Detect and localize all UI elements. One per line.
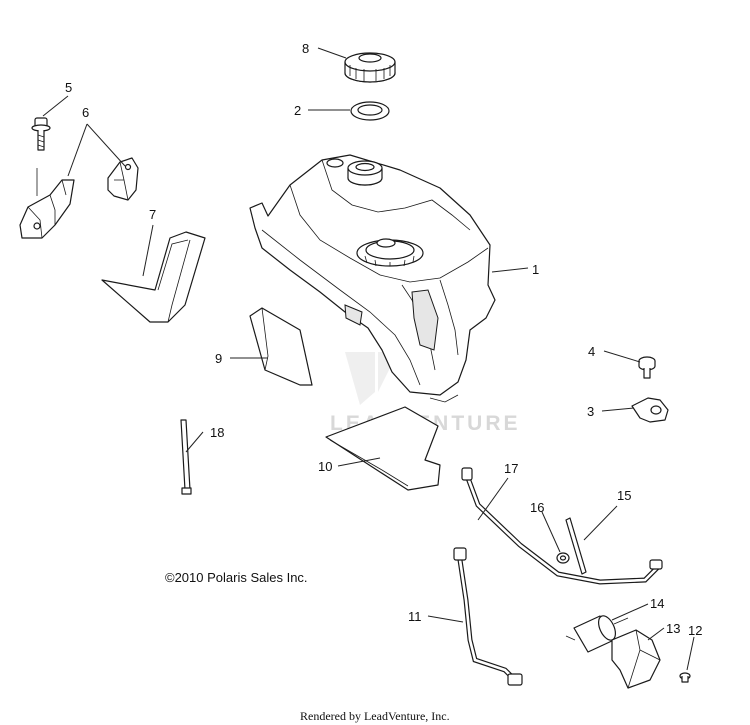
part-10-heat-shield[interactable] [325, 406, 441, 491]
copyright-text: ©2010 Polaris Sales Inc. [165, 570, 308, 585]
part-11-fuel-line[interactable] [453, 547, 523, 686]
part-8-fuel-cap[interactable] [344, 52, 396, 83]
footer-text: Rendered by LeadVenture, Inc. [300, 709, 450, 723]
callout-16: 16 [530, 500, 544, 515]
part-1-fuel-tank[interactable] [249, 154, 496, 403]
part-9-pad[interactable] [249, 307, 313, 386]
part-7-pad[interactable] [101, 231, 206, 323]
callout-15: 15 [617, 488, 631, 503]
callout-13: 13 [666, 621, 680, 636]
part-12-bolt[interactable] [679, 672, 691, 683]
callout-12: 12 [688, 623, 702, 638]
part-4-screw[interactable] [638, 356, 656, 379]
callout-1: 1 [532, 262, 539, 277]
callout-14: 14 [650, 596, 664, 611]
part-2-gasket[interactable] [350, 101, 390, 121]
callout-10: 10 [318, 459, 332, 474]
part-18-cable-tie[interactable] [180, 419, 192, 495]
callout-18: 18 [210, 425, 224, 440]
part-15-hose-stub[interactable] [565, 517, 587, 575]
callout-7: 7 [149, 207, 156, 222]
callout-6: 6 [82, 105, 89, 120]
part-16-clamp[interactable] [556, 552, 570, 564]
part-3-clip[interactable] [631, 397, 669, 423]
callout-5: 5 [65, 80, 72, 95]
callout-2: 2 [294, 103, 301, 118]
callouts: 8 2 1 4 3 5 6 7 9 10 18 17 16 15 11 14 1… [65, 41, 702, 638]
leader-lines [42, 47, 695, 671]
part-13-bracket[interactable] [611, 629, 661, 689]
callout-3: 3 [587, 404, 594, 419]
callout-8: 8 [302, 41, 309, 56]
callout-4: 4 [588, 344, 595, 359]
callout-11: 11 [408, 609, 422, 624]
part-6-bracket-left[interactable] [19, 179, 75, 239]
part-5-bolt[interactable] [31, 117, 51, 196]
callout-9: 9 [215, 351, 222, 366]
callout-17: 17 [504, 461, 518, 476]
part-17-vent-hose[interactable] [461, 467, 663, 585]
part-6-bracket-right[interactable] [107, 157, 139, 201]
